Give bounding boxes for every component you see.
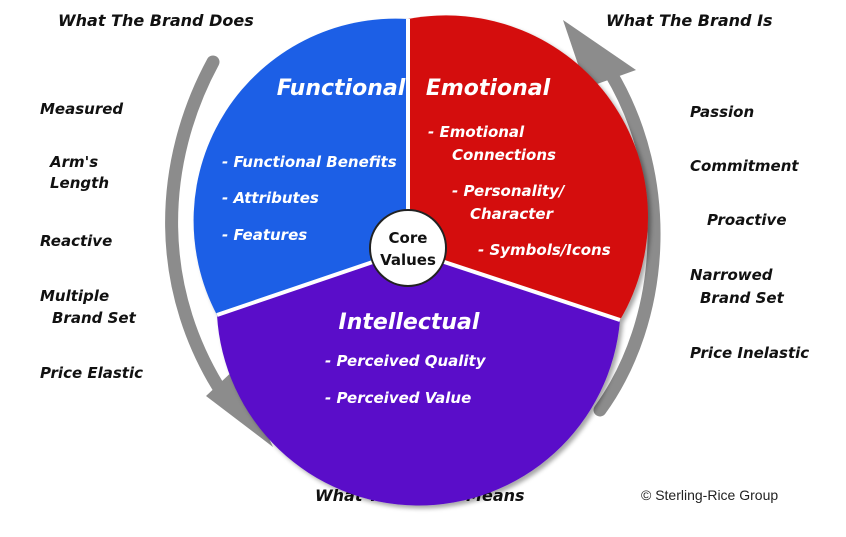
emotional-item: Character bbox=[470, 205, 555, 223]
functional-title: Functional bbox=[277, 76, 406, 101]
intellectual-item: - Perceived Value bbox=[325, 389, 471, 407]
core-values-line2: Values bbox=[380, 251, 436, 269]
emotional-item: Connections bbox=[452, 146, 556, 164]
core-values-line1: Core bbox=[389, 229, 428, 247]
right-item-price-inelastic: Price Inelastic bbox=[690, 344, 810, 362]
functional-item: - Features bbox=[222, 226, 307, 244]
functional-segment bbox=[193, 18, 408, 316]
left-item-multiple: Multiple bbox=[40, 287, 110, 305]
emotional-item: - Symbols/Icons bbox=[478, 241, 611, 259]
right-item-brand-set: Brand Set bbox=[700, 289, 784, 307]
emotional-item: - Personality/ bbox=[452, 182, 566, 200]
intellectual-title: Intellectual bbox=[339, 310, 480, 335]
right-item-proactive: Proactive bbox=[707, 211, 787, 229]
left-curved-arrow bbox=[165, 55, 273, 447]
functional-item: - Functional Benefits bbox=[222, 153, 397, 171]
what-the-brand-does-label: What The Brand Does bbox=[58, 11, 254, 30]
right-item-passion: Passion bbox=[690, 103, 755, 121]
right-item-narrowed: Narrowed bbox=[690, 266, 773, 284]
core-values-circle bbox=[369, 209, 447, 287]
intellectual-item: - Perceived Quality bbox=[325, 352, 487, 370]
what-the-brand-is-label: What The Brand Is bbox=[606, 11, 773, 30]
left-item-length: Length bbox=[50, 174, 109, 192]
emotional-item: - Emotional bbox=[428, 123, 525, 141]
left-item-brand-set: Brand Set bbox=[52, 309, 136, 327]
emotional-segment bbox=[408, 15, 649, 321]
functional-item: - Attributes bbox=[222, 189, 319, 207]
left-item-arms: Arm's bbox=[50, 153, 99, 171]
left-item-reactive: Reactive bbox=[40, 232, 113, 250]
copyright-credit: © Sterling-Rice Group bbox=[641, 487, 779, 503]
intellectual-segment bbox=[217, 250, 620, 506]
right-item-commitment: Commitment bbox=[690, 157, 799, 175]
emotional-title: Emotional bbox=[426, 76, 551, 101]
left-item-measured: Measured bbox=[40, 100, 124, 118]
left-item-price-elastic: Price Elastic bbox=[40, 364, 144, 382]
